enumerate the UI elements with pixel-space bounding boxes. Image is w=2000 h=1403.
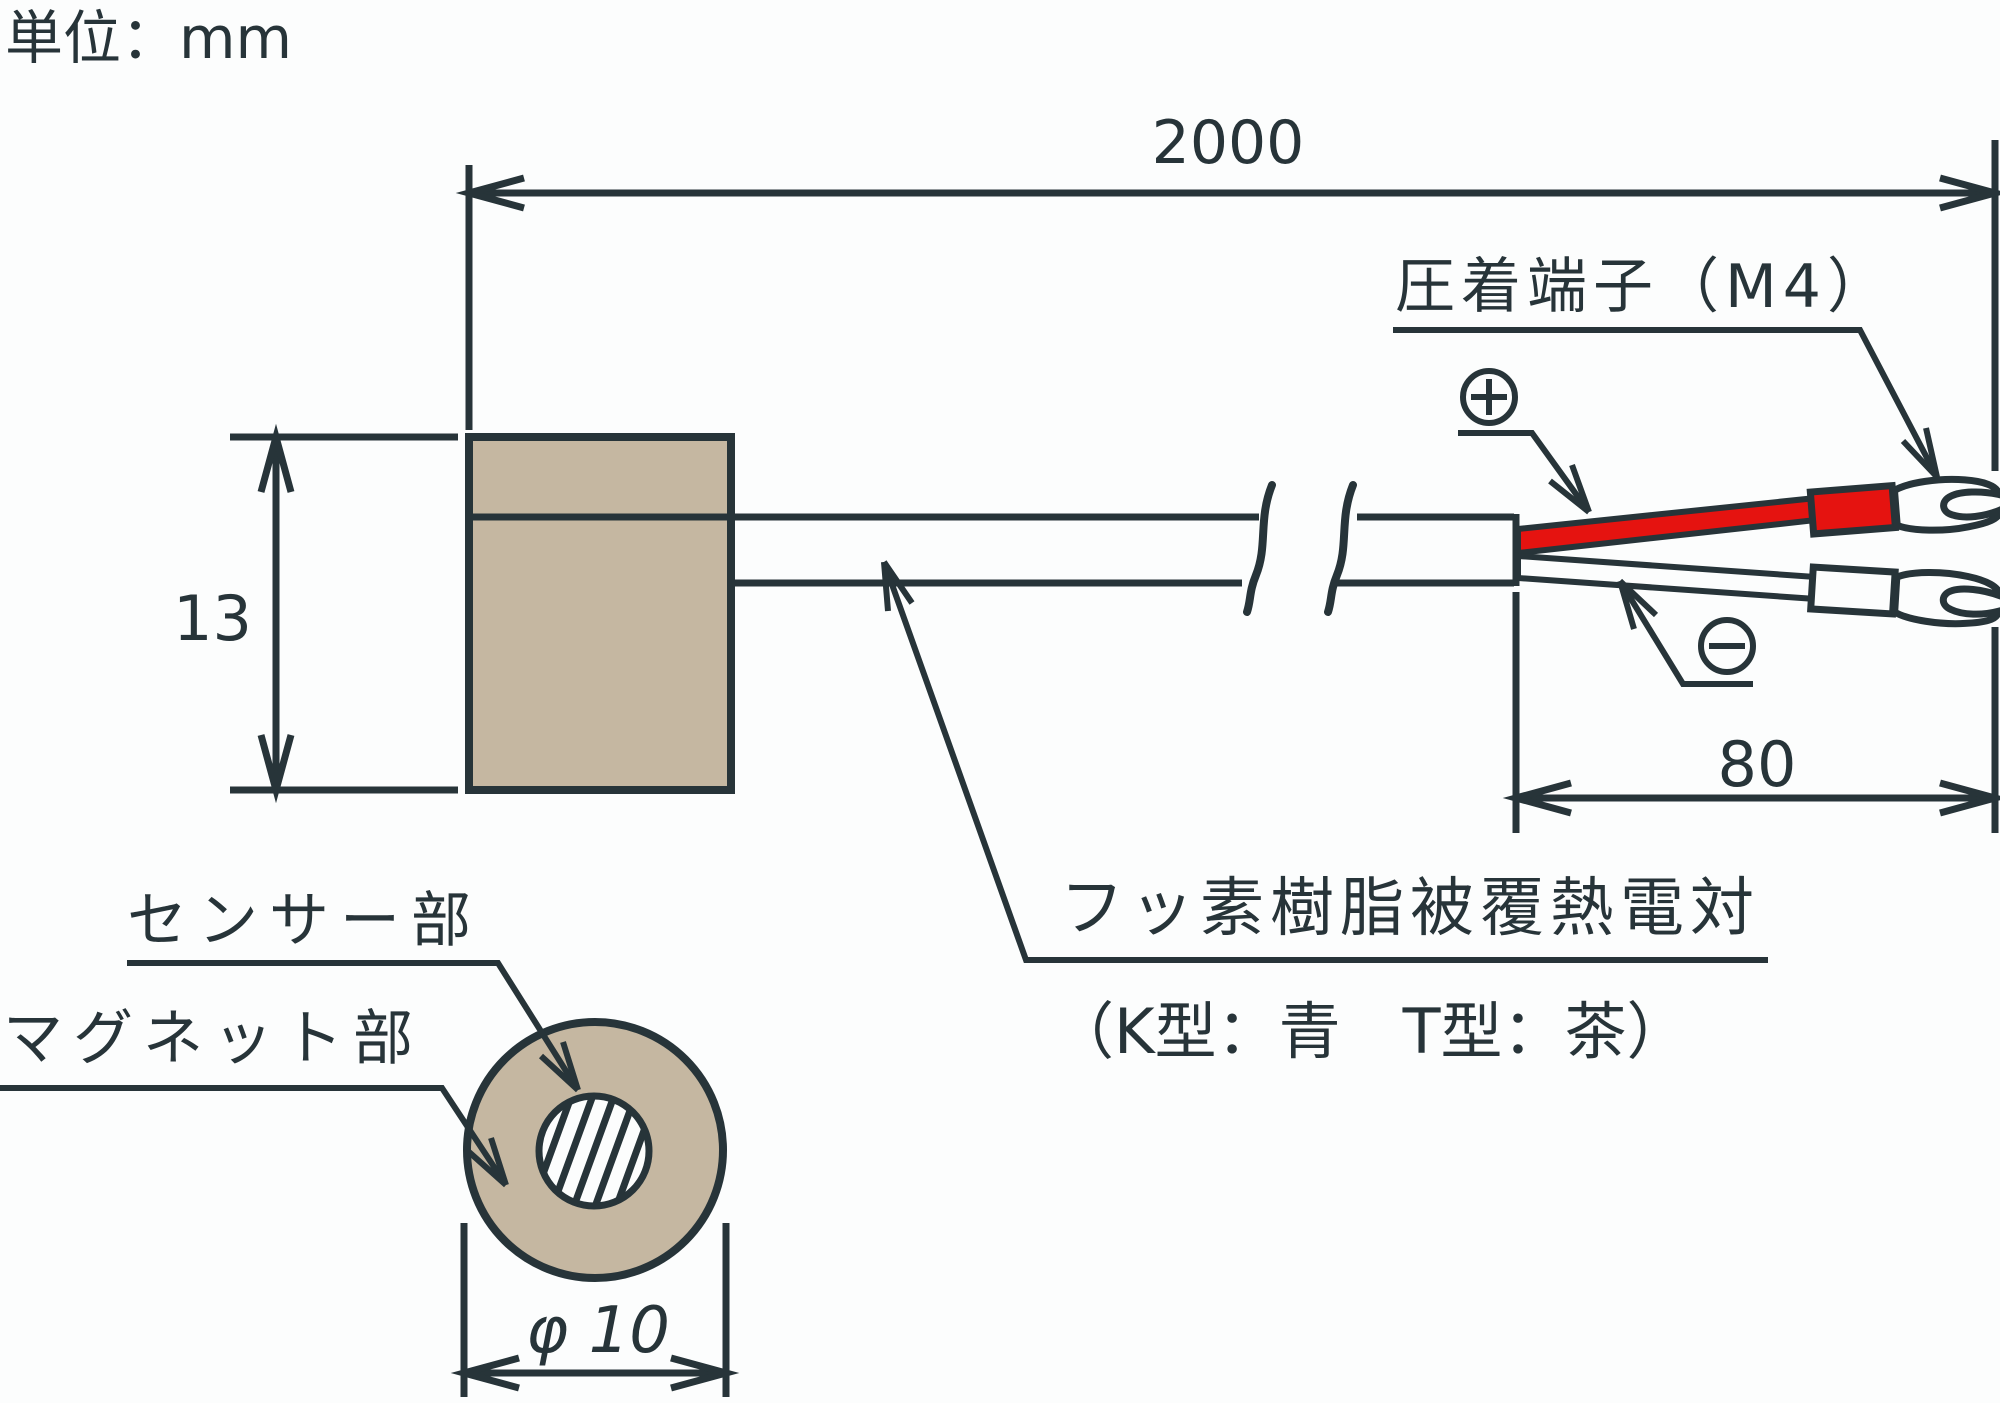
arrowhead-down-icon: [257, 734, 295, 804]
arrowhead-left-icon: [455, 174, 525, 212]
break-mark-left: [1243, 481, 1276, 616]
sensor-core-hatching: [542, 1099, 646, 1203]
dimension-value-2000: 2000: [1152, 108, 1305, 178]
thermocouple-label-line2: （K型：青 T型：茶）: [1052, 995, 1689, 1068]
leader-arrowhead-icon: [1900, 427, 1940, 480]
cable: [731, 481, 1520, 616]
leader-arrowhead-icon: [881, 560, 915, 612]
dimension-lead-length: 80: [1502, 592, 2000, 833]
positive-terminal: [1806, 475, 2000, 538]
negative-polarity-callout: [1617, 578, 1756, 687]
negative-sleeve: [1807, 563, 1899, 618]
crimp-terminal-label: 圧着端子（M4）: [1395, 252, 1893, 322]
leader-line: [1393, 327, 1940, 479]
positive-wire: [1515, 494, 1819, 557]
lead-wires: [1515, 494, 1819, 603]
leader-arrowhead-icon: [1617, 578, 1659, 630]
dimension-cable-length: 2000: [455, 108, 2000, 833]
unit-note: 単位：mm: [5, 4, 292, 72]
dimension-value-phi10: φ 10: [526, 1294, 670, 1368]
positive-sleeve: [1806, 481, 1900, 538]
dimension-value-80: 80: [1718, 728, 1797, 801]
arrowhead-left-icon: [450, 1354, 520, 1392]
negative-fork-terminal: [1891, 568, 2000, 628]
leader-line: [1458, 430, 1592, 514]
dimension-magnet-diameter: φ 10: [450, 1223, 740, 1397]
arrowhead-up-icon: [257, 423, 295, 493]
sensor-front-view: [463, 1018, 727, 1282]
plus-sign-icon: [1471, 379, 1507, 415]
leader-arrowhead-icon: [467, 1137, 509, 1188]
sensor-body-side-view: [465, 433, 735, 794]
arrowhead-right-icon: [670, 1354, 740, 1392]
plus-circle-icon: [1460, 368, 1518, 426]
leader-line: [0, 1085, 509, 1187]
leader-arrowhead-icon: [1548, 463, 1592, 515]
extension-ticks: [230, 433, 458, 794]
sensor-part-label: センサー部: [127, 886, 482, 956]
crimp-terminal-callout: 圧着端子（M4）: [1393, 252, 1940, 480]
leader-line: [1617, 579, 1753, 687]
extension-lines: [460, 1223, 730, 1397]
thermocouple-label-line1: フッ素樹脂被覆熱電対: [1060, 872, 1760, 946]
magnet-part-label: マグネット部: [3, 1004, 423, 1074]
arrowhead-left-icon: [1502, 779, 1572, 817]
leader-arrowhead-icon: [538, 1041, 581, 1093]
minus-circle-icon: [1698, 617, 1756, 675]
dimension-body-height: 13: [173, 423, 458, 804]
thermocouple-callout: フッ素樹脂被覆熱電対 （K型：青 T型：茶）: [881, 560, 1768, 1068]
arrowhead-right-icon: [1939, 779, 2000, 817]
negative-terminal: [1807, 563, 2000, 628]
leader-line: [881, 560, 1768, 963]
break-mark-right: [1324, 481, 1357, 616]
leader-line: [127, 960, 581, 1092]
dimension-value-13: 13: [173, 582, 252, 655]
sensor-part-callout: センサー部: [127, 886, 581, 1093]
arrowhead-right-icon: [1939, 174, 2000, 212]
magnet-part-callout: マグネット部: [0, 1004, 509, 1188]
negative-wire: [1515, 552, 1819, 603]
positive-polarity-callout: [1458, 368, 1592, 515]
positive-fork-terminal: [1890, 475, 2000, 534]
magnet-body: [465, 433, 735, 794]
